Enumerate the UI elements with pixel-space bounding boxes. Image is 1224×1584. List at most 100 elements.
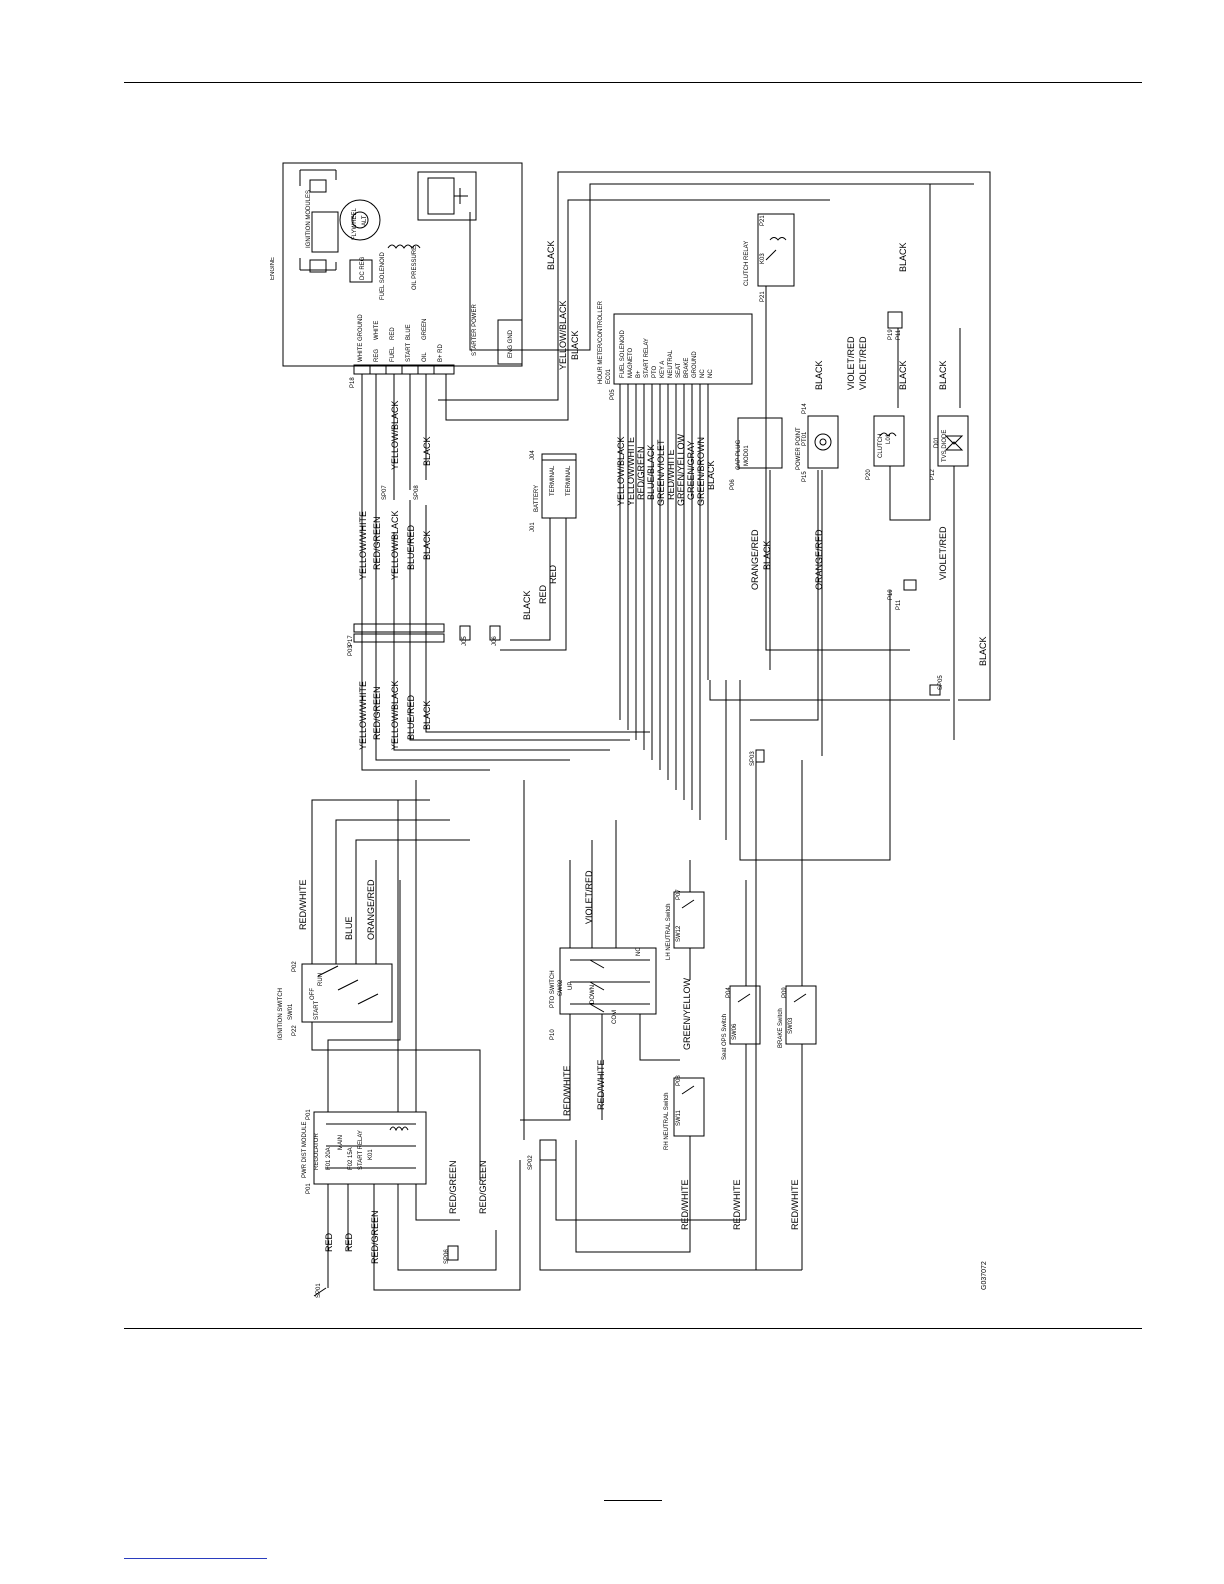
fuel-solenoid-label: FUEL SOLENOID xyxy=(380,252,386,300)
p06-label: P06 xyxy=(730,479,736,490)
wire-label-blue-ign: BLUE xyxy=(344,916,354,940)
wire-label-red-pwr-2: RED xyxy=(344,1232,354,1252)
pto-switch-id: SW02 xyxy=(558,979,564,996)
wire-label-violet-red-pto: VIOLET/RED xyxy=(584,870,594,924)
p20-label: P20 xyxy=(866,469,872,480)
ignition-switch-id: SW01 xyxy=(288,1003,294,1020)
p14-label: P14 xyxy=(802,403,808,414)
wire-label-yellow-black-2: YELLOW/BLACK xyxy=(390,400,400,470)
wire-label-green-brown-hm: GREEN/BROWN xyxy=(696,437,706,506)
lh-neutral-switch-box xyxy=(673,891,705,949)
clutch-box xyxy=(873,415,905,467)
battery-terminal-1: TERMINAL xyxy=(550,465,556,496)
j04-label: J04 xyxy=(530,450,536,460)
engine-pin-4: START xyxy=(406,343,412,362)
wire-label-red-green-1: RED/GREEN xyxy=(372,516,382,570)
battery-label: BATTERY xyxy=(534,485,540,512)
wire-label-yellow-black-top: YELLOW/BLACK xyxy=(558,300,568,370)
wire-label-black-pp: BLACK xyxy=(814,360,824,390)
sp05-label: SP05 xyxy=(938,675,944,690)
sp07-label: SP07 xyxy=(382,485,388,500)
engine-pin-1: WHITE GROUND xyxy=(358,314,364,362)
k03-label: K03 xyxy=(760,253,766,264)
flywheel-label: FLYWHEEL xyxy=(352,207,358,240)
hm-pin-2: MAGNETO xyxy=(628,347,634,378)
lh-neutral-label: LH NEUTRAL Switch xyxy=(666,904,672,960)
ignition-modules-label: IGNITION MODULES xyxy=(306,190,312,248)
brake-switch-box xyxy=(785,985,817,1045)
page-number-underline xyxy=(604,1500,662,1501)
wire-label-black-3: BLACK xyxy=(422,700,432,730)
wire-label-red-green-hm: RED/GREEN xyxy=(636,446,646,500)
cap-plug-id: MOD01 xyxy=(744,445,750,466)
ign-pos-off: OFF xyxy=(310,988,316,1000)
pwr-f01-label: F01 20A xyxy=(326,1147,332,1170)
hm-pin-1: FUEL SOLENOID xyxy=(620,330,626,378)
wire-label-black-right: BLACK xyxy=(978,636,988,666)
wire-label-yellow-black-hm: YELLOW/BLACK xyxy=(616,436,626,506)
seat-ops-id: SW06 xyxy=(732,1023,738,1040)
starter-power-label: STARTER POWER xyxy=(472,304,478,356)
wire-label-red-pwr-1: RED xyxy=(324,1232,334,1252)
wire-label-orange-red-1: ORANGE/RED xyxy=(750,529,760,590)
footer-link-underline[interactable] xyxy=(124,1558,267,1559)
pwr-regulator-label: REGULATOR xyxy=(314,1133,320,1170)
p18-label: P18 xyxy=(350,377,356,388)
pwr-dist-module-box xyxy=(313,1111,427,1185)
engine-wire-red: RED xyxy=(390,327,396,340)
hm-pin-10: GROUND xyxy=(692,351,698,378)
power-point-label: POWER POINT xyxy=(796,427,802,470)
wire-label-red-green-pwr-3: RED/GREEN xyxy=(478,1160,488,1214)
sp03-label: SP03 xyxy=(750,751,756,766)
engine-pin-5: OIL xyxy=(422,352,428,362)
header-rule xyxy=(124,82,1142,83)
hm-pin-5: PTO xyxy=(652,365,658,378)
hm-pin-9: BRAKE xyxy=(684,358,690,378)
wire-label-violet-red-2: VIOLET/RED xyxy=(858,336,868,390)
engine-pin-2: REG xyxy=(374,349,380,362)
eng-gnd-box xyxy=(497,319,523,365)
hm-pin-11: NC xyxy=(700,369,706,378)
wire-label-green-yellow-pto: GREEN/YELLOW xyxy=(682,977,692,1050)
tvs-diode-id: D01 xyxy=(934,436,940,448)
p15-label: P15 xyxy=(802,471,808,482)
wire-label-blue-black-hm: BLUE/BLACK xyxy=(646,444,656,500)
wire-label-red-green-pwr-2: RED/GREEN xyxy=(448,1160,458,1214)
p02-label: P02 xyxy=(292,961,298,972)
power-point-id: PT01 xyxy=(802,431,808,446)
wire-label-orange-red-2: ORANGE/RED xyxy=(814,529,824,590)
rh-neutral-switch-box xyxy=(673,1077,705,1137)
pto-pos-com: COM xyxy=(612,1010,618,1024)
starter-box xyxy=(417,171,477,221)
ignition-switch-box xyxy=(301,963,393,1023)
pto-pos-nc: NC xyxy=(636,947,642,956)
wire-label-yellow-white-2: YELLOW/WHITE xyxy=(358,681,368,750)
clutch-label: CLUTCH xyxy=(878,434,884,458)
rh-neutral-label: RH NEUTRAL Switch xyxy=(664,1093,670,1150)
ign-pos-run: RUN xyxy=(318,973,324,986)
wire-label-yellow-black-3: YELLOW/BLACK xyxy=(390,680,400,750)
hm-pin-4: START RELAY xyxy=(644,338,650,378)
flywheel-symbol xyxy=(339,199,381,241)
p12-label: P12 xyxy=(930,469,936,480)
pto-pos-up: UP xyxy=(568,982,574,990)
pto-switch-box xyxy=(559,947,657,1015)
wire-label-yellow-black-1: YELLOW/BLACK xyxy=(390,510,400,580)
pwr-main-label: MAIN xyxy=(338,1135,344,1150)
wire-label-red-white-hm: RED/WHITE xyxy=(666,450,676,501)
sp01-label: SP01 xyxy=(316,1283,322,1298)
p11-label-1: P11 xyxy=(896,329,902,340)
wire-label-red-batt-2: RED xyxy=(548,564,558,584)
footer-rule xyxy=(124,1328,1142,1329)
brake-switch-label: BRAKE Switch xyxy=(778,1008,784,1048)
wire-label-red-white-rh: RED/WHITE xyxy=(680,1180,690,1231)
sp06-label: SP06 xyxy=(444,1249,450,1264)
brake-switch-id: SW03 xyxy=(788,1017,794,1034)
engine-wire-green: GREEN xyxy=(422,319,428,340)
wire-label-violet-red-3: VIOLET/RED xyxy=(938,526,948,580)
wire-label-yellow-white-hm: YELLOW/WHITE xyxy=(626,437,636,506)
pwr-dist-label: PWR DIST MODULE xyxy=(302,1121,308,1178)
oil-pressure-label: OIL PRESSURE xyxy=(412,246,418,290)
engine-box xyxy=(282,162,523,367)
